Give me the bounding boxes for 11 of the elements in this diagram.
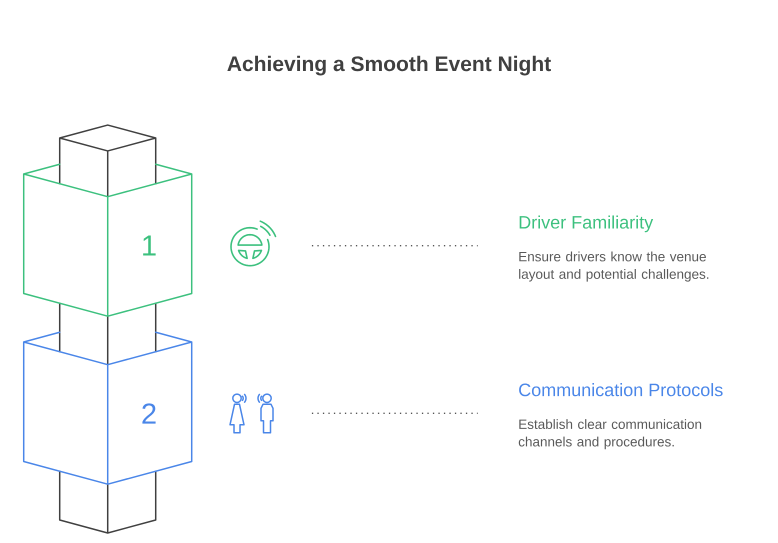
people-talking-icon bbox=[229, 393, 274, 434]
description: Ensure drivers know the venue layout and potential challenges. bbox=[519, 252, 708, 282]
dotted-line bbox=[312, 412, 478, 414]
title: Achieving a Smooth Event Night bbox=[227, 56, 551, 76]
dotted-line bbox=[312, 245, 478, 246]
description: Establish clear communication channels and procedures. bbox=[518, 419, 702, 450]
cube: 1 bbox=[22, 164, 192, 317]
heading: Driver Familiarity bbox=[520, 215, 654, 232]
cube: 2 bbox=[22, 332, 192, 485]
steering-wheel-icon bbox=[230, 220, 276, 266]
heading: Communication Protocols bbox=[519, 383, 723, 396]
